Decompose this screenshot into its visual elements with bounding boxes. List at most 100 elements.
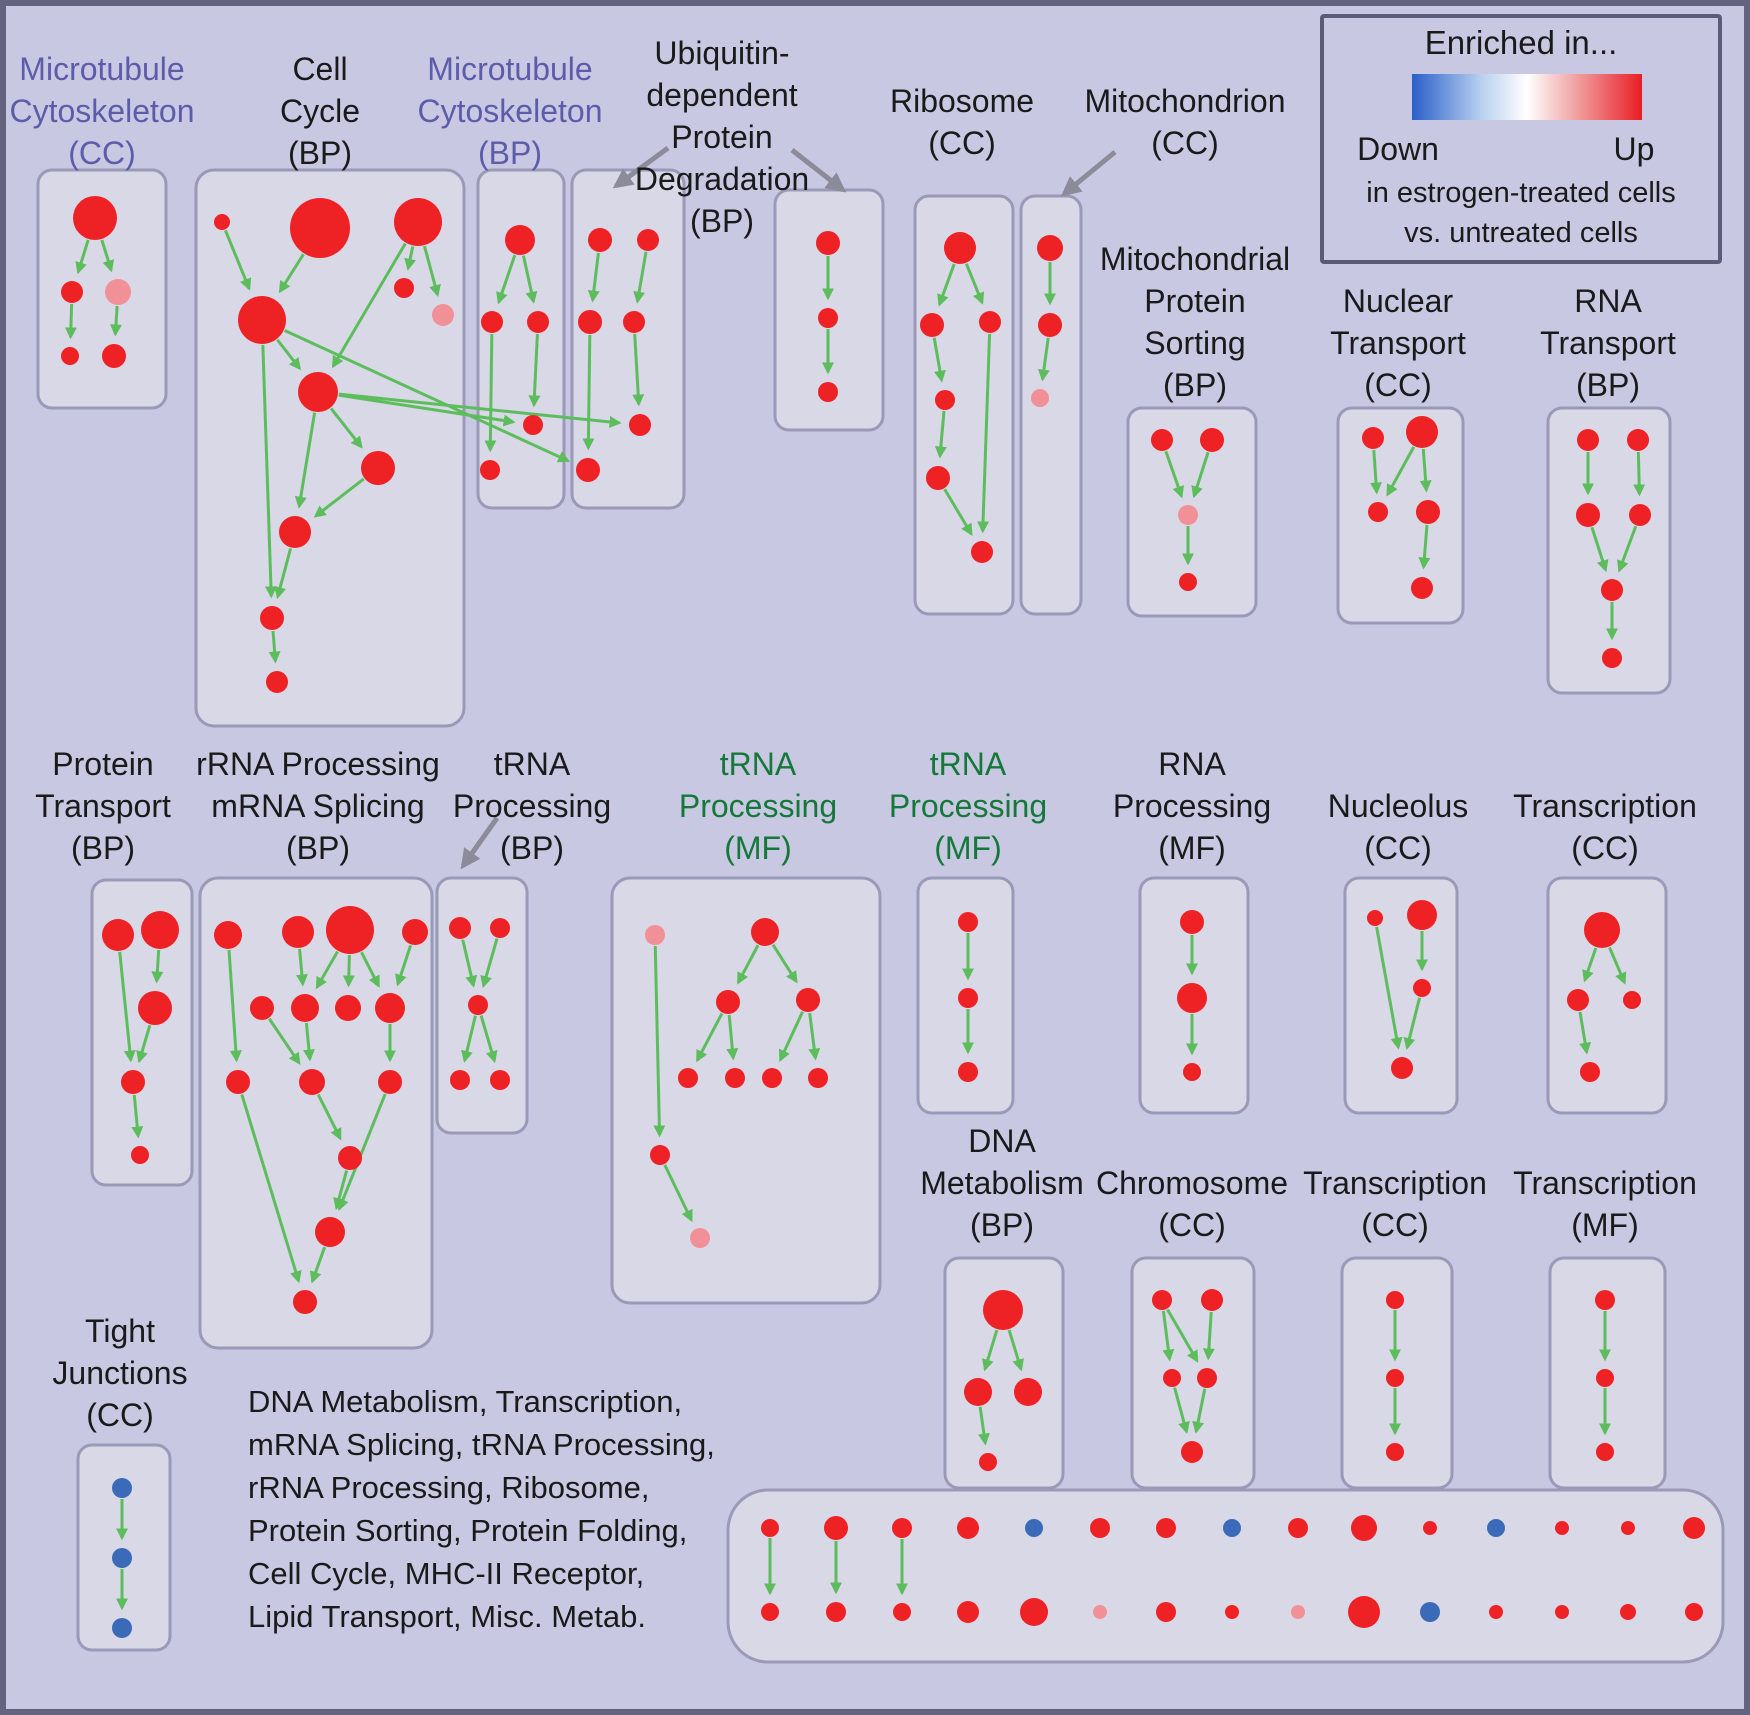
go-term-node — [1602, 648, 1622, 668]
go-term-node — [808, 1068, 828, 1088]
cluster-label-ribosome-cc: Ribosome(CC) — [890, 83, 1034, 161]
go-term-node — [1152, 1290, 1172, 1310]
edge-arrow — [1578, 1011, 1592, 1055]
go-term-node — [893, 1603, 911, 1621]
cluster-label-mitochondrion-cc: Mitochondrion(CC) — [1085, 83, 1286, 161]
go-term-node — [1555, 1521, 1569, 1535]
edge-arrow — [778, 1011, 804, 1063]
go-term-node — [1596, 1369, 1614, 1387]
go-term-node — [826, 1602, 846, 1622]
go-term-node — [141, 911, 179, 949]
edge-arrow — [587, 252, 600, 303]
edge-arrow — [276, 338, 302, 371]
edge-arrow — [109, 305, 122, 337]
go-term-node — [1180, 910, 1204, 934]
go-term-node — [818, 308, 838, 328]
go-term-node — [1367, 910, 1383, 926]
go-term-node — [102, 344, 126, 368]
go-term-node — [1362, 427, 1384, 449]
edge-arrow — [1037, 337, 1050, 382]
go-term-node — [690, 1228, 710, 1248]
edge-arrow — [118, 951, 136, 1063]
go-term-node — [1163, 1369, 1181, 1387]
go-term-node — [892, 1518, 912, 1538]
cluster-box-mitochondrion-cc — [1019, 194, 1083, 616]
edge-arrow — [484, 333, 497, 453]
edge-arrow — [982, 1329, 999, 1372]
go-term-node — [214, 214, 230, 230]
edge-arrow — [1418, 524, 1431, 570]
go-term-node — [1577, 429, 1599, 451]
go-term-node — [1368, 502, 1388, 522]
label-pointer-arrow — [460, 816, 500, 870]
go-term-node — [958, 1062, 978, 1082]
edge-arrow — [1582, 947, 1598, 983]
go-term-node — [1223, 1519, 1241, 1537]
edge-arrow — [64, 303, 77, 340]
edge-arrow — [632, 333, 645, 407]
go-term-node — [73, 196, 117, 240]
edge-arrow — [1192, 1388, 1207, 1434]
go-term-node — [576, 458, 600, 482]
edge-arrow — [278, 253, 305, 294]
edge-arrow — [977, 333, 992, 534]
edge-arrow — [404, 246, 417, 271]
legend-title: Enriched in... — [1425, 24, 1618, 61]
go-term-node — [1567, 989, 1589, 1011]
edge-arrow — [136, 1024, 152, 1064]
go-term-node — [1351, 1515, 1377, 1541]
cluster-label-transcription-cc-mid: Transcription(CC) — [1513, 788, 1697, 866]
edge-arrow — [302, 1022, 315, 1062]
edge-arrow — [726, 1014, 739, 1061]
edge-arrow — [479, 1015, 498, 1064]
edge-arrow — [1590, 526, 1609, 573]
go-term-node — [1200, 428, 1224, 452]
go-term-node — [282, 916, 314, 948]
go-term-node — [1181, 1441, 1203, 1463]
edge-arrow — [932, 337, 946, 383]
go-term-node — [1685, 1603, 1703, 1621]
go-term-node — [1156, 1518, 1176, 1538]
edge-arrow — [1173, 1387, 1190, 1435]
edge-arrow — [329, 407, 363, 449]
edge-arrow — [1633, 451, 1646, 497]
edge-arrow — [309, 1246, 327, 1284]
go-term-node — [1291, 1605, 1305, 1619]
go-term-node — [523, 415, 543, 435]
edge-arrow — [480, 938, 499, 989]
edge-arrow — [808, 1012, 821, 1061]
go-term-node — [378, 1070, 402, 1094]
edge-arrow — [294, 412, 317, 509]
go-term-node — [957, 1517, 979, 1539]
go-term-node — [629, 414, 651, 436]
cluster-label-nucleolus-cc: Nucleolus(CC) — [1328, 788, 1469, 866]
go-term-node — [1683, 1517, 1705, 1539]
go-term-node — [112, 1548, 132, 1568]
label-pointer-arrow — [790, 148, 847, 193]
edge-arrow — [395, 944, 413, 987]
edge-arrow — [342, 954, 355, 988]
edge-arrow — [663, 1164, 693, 1223]
go-term-node — [338, 1146, 362, 1170]
go-term-node — [979, 311, 1001, 333]
edge-arrow — [75, 239, 90, 275]
edge-arrow — [1608, 946, 1627, 985]
go-term-node — [964, 1378, 992, 1406]
go-term-node — [214, 921, 242, 949]
go-term-node — [1178, 505, 1198, 525]
go-term-node — [824, 1516, 848, 1540]
go-term-node — [291, 994, 319, 1022]
edge-arrow — [151, 949, 164, 984]
go-term-node — [375, 993, 405, 1023]
go-term-node — [1090, 1518, 1110, 1538]
